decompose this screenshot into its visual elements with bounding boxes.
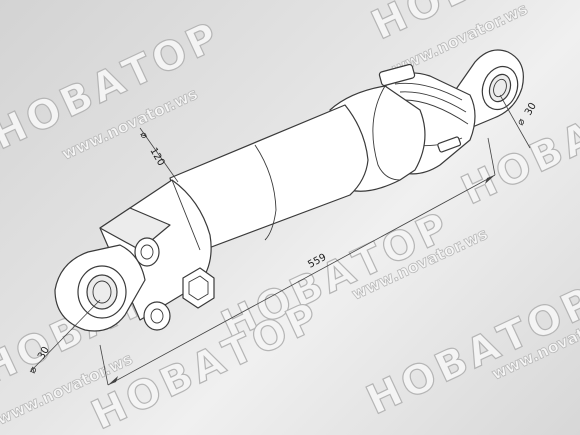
cylinder-barrel	[169, 104, 369, 256]
eye-right-leader	[499, 94, 531, 149]
length-arrow-left	[108, 376, 118, 385]
eye-right-symbol: ⌀	[515, 117, 528, 128]
cap-eye-left	[54, 244, 146, 332]
length-dimension-line	[107, 174, 496, 386]
eye-left-symbol: ⌀	[27, 365, 40, 376]
eye-left-leader	[29, 299, 101, 373]
eye-right-label: 30	[523, 101, 539, 118]
cylinder-assembly	[54, 49, 524, 332]
body-diameter-leader	[139, 127, 179, 183]
bolt-top	[134, 237, 160, 267]
length-arrow-right	[485, 175, 495, 184]
body-diameter-symbol: ⌀	[137, 130, 150, 141]
bolt-center	[182, 267, 215, 309]
bolt-bottom	[143, 301, 171, 331]
body-diameter-label: 120	[147, 146, 166, 168]
